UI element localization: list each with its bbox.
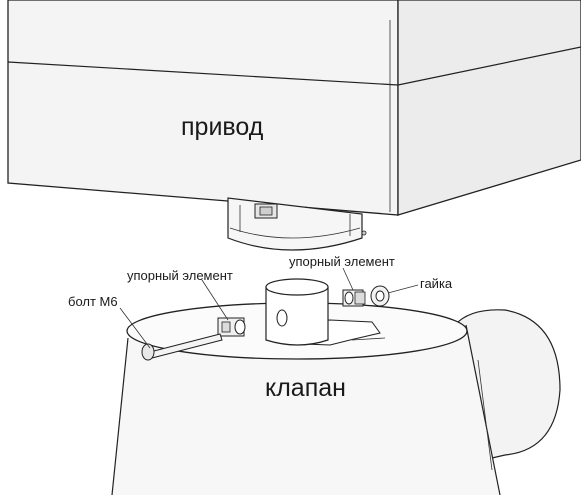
leader-lines: [119, 267, 419, 349]
label-stop-element-right: упорный элемент: [289, 254, 395, 269]
actuator-housing: [7, 0, 581, 216]
label-actuator: привод: [181, 113, 264, 141]
valve-stem: [265, 278, 329, 346]
bolt-m6: [141, 333, 223, 361]
actuator-coupling: [227, 197, 367, 251]
label-valve: клапан: [265, 374, 346, 402]
label-nut: гайка: [420, 276, 453, 291]
stop-element-right: [342, 289, 366, 307]
label-bolt: болт М6: [68, 294, 118, 309]
stop-element-left: [217, 317, 246, 337]
nut: [370, 285, 390, 307]
label-stop-element-left: упорный элемент: [127, 268, 233, 283]
valve-side-cylinder: [454, 309, 561, 459]
